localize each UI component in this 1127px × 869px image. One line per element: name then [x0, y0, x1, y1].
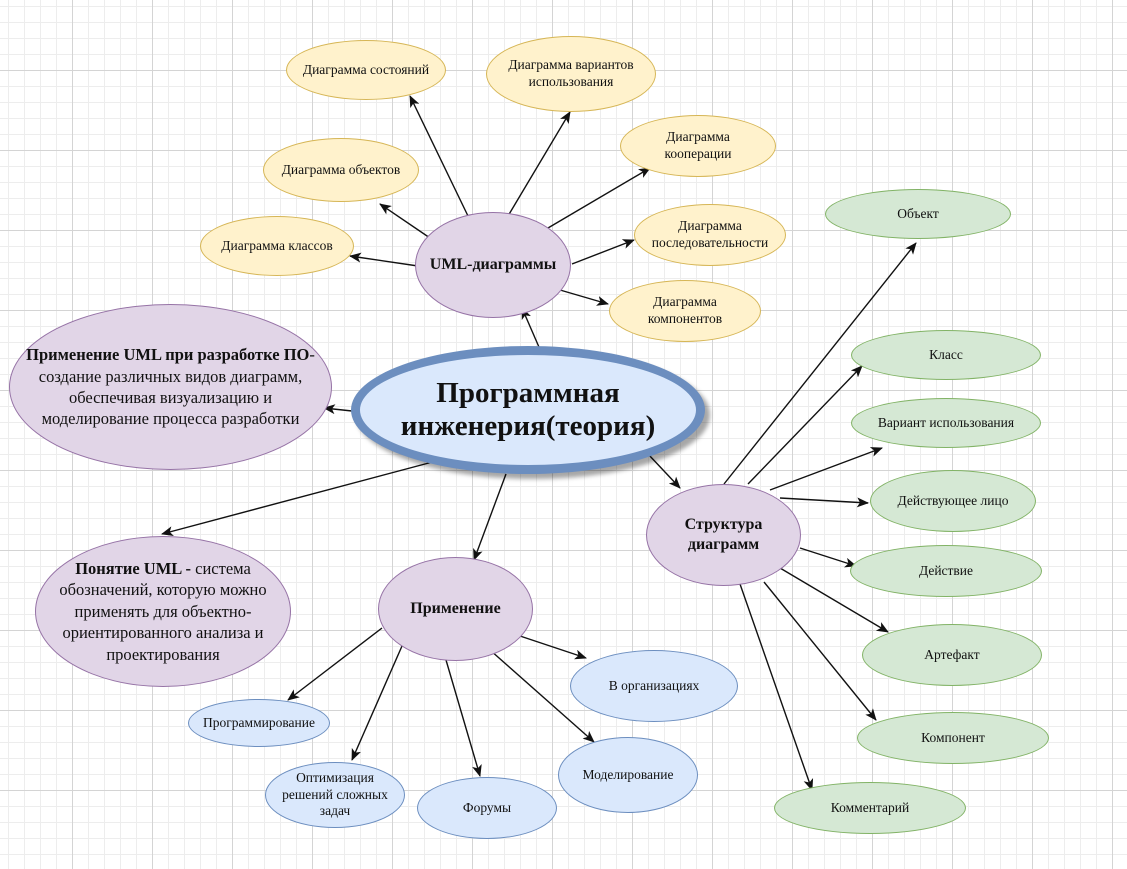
connector-arrow	[739, 583, 814, 791]
structure-item-label: Артефакт	[924, 646, 980, 662]
application-hub-label: Применение	[410, 600, 501, 617]
connector-arrow	[571, 239, 635, 265]
structure-item-artifact[interactable]: Артефакт	[862, 624, 1042, 686]
structure-item-actor[interactable]: Действующее лицо	[870, 470, 1036, 532]
application-item-label: Моделирование	[582, 766, 674, 782]
connector-arrow	[445, 659, 482, 777]
structure-item-label: Класс	[929, 346, 963, 362]
connector-arrow	[489, 649, 595, 743]
connector-arrow	[287, 627, 383, 701]
application-hub[interactable]: Применение	[378, 557, 533, 661]
connector-arrow	[351, 645, 403, 761]
structure-hub[interactable]: Структура диаграмм	[646, 484, 801, 586]
connector-arrow	[779, 567, 889, 633]
uml-concept-note[interactable]: Понятие UML - система обозначений, котор…	[35, 536, 291, 687]
connector-arrow	[799, 547, 857, 568]
uml-item-label: Диаграмма состояний	[302, 61, 430, 77]
uml-hub-label: UML-диаграммы	[429, 256, 557, 273]
connector-arrow	[769, 447, 883, 491]
uml-item-cooperation-diagram[interactable]: Диаграмма кооперации	[620, 115, 776, 177]
uml-application-text: Применение UML при разработке ПО- создан…	[26, 345, 315, 429]
structure-item-label: Комментарий	[830, 799, 910, 815]
structure-item-component[interactable]: Компонент	[857, 712, 1049, 764]
uml-item-label: Диаграмма компонентов	[647, 294, 723, 326]
uml-item-component-diagram[interactable]: Диаграмма компонентов	[609, 280, 761, 342]
uml-item-use-case-diagram[interactable]: Диаграмма вариантов использования	[486, 36, 656, 112]
structure-item-class[interactable]: Класс	[851, 330, 1041, 380]
connector-arrow	[723, 242, 917, 485]
center-title: Программная инженерия(теория)	[400, 376, 656, 442]
structure-item-label: Действующее лицо	[897, 492, 1009, 508]
uml-application-note[interactable]: Применение UML при разработке ПО- создан…	[9, 304, 332, 470]
structure-item-label: Объект	[897, 205, 939, 221]
uml-item-sequence-diagram[interactable]: Диаграмма последовательности	[634, 204, 786, 266]
connector-arrow	[379, 203, 431, 239]
uml-item-class-diagram[interactable]: Диаграмма классов	[200, 216, 354, 276]
structure-item-label: Действие	[918, 562, 974, 578]
connector-arrow	[747, 365, 863, 485]
application-item-label: В организациях	[608, 677, 700, 693]
structure-item-object[interactable]: Объект	[825, 189, 1011, 239]
uml-item-label: Диаграмма последовательности	[651, 218, 769, 250]
application-item-organizations[interactable]: В организациях	[570, 650, 738, 722]
center-node[interactable]: Программная инженерия(теория)	[351, 346, 705, 474]
connector-arrow	[779, 497, 869, 508]
uml-item-label: Диаграмма классов	[221, 237, 333, 253]
application-item-modeling[interactable]: Моделирование	[558, 737, 698, 813]
structure-hub-label: Структура диаграмм	[684, 516, 763, 553]
connector-arrow	[647, 453, 681, 489]
connector-arrow	[519, 635, 587, 660]
uml-concept-text: Понятие UML - система обозначений, котор…	[59, 558, 267, 664]
structure-item-label: Компонент	[921, 729, 985, 745]
application-item-label: Программирование	[203, 714, 315, 730]
structure-item-comment[interactable]: Комментарий	[774, 782, 966, 834]
application-item-label: Форумы	[462, 799, 512, 815]
uml-item-object-diagram[interactable]: Диаграмма объектов	[263, 138, 419, 202]
connector-arrow	[547, 167, 651, 229]
connector-arrow	[161, 459, 441, 537]
uml-item-state-diagram[interactable]: Диаграмма состояний	[286, 40, 446, 100]
connector-arrow	[763, 581, 877, 721]
application-item-programming[interactable]: Программирование	[188, 699, 330, 747]
uml-item-label: Диаграмма вариантов использования	[508, 57, 634, 89]
structure-item-label: Вариант использования	[877, 414, 1015, 430]
connector-arrow	[559, 289, 609, 306]
connector-arrow	[349, 252, 419, 267]
uml-item-label: Диаграмма кооперации	[664, 129, 732, 161]
application-item-forums[interactable]: Форумы	[417, 777, 557, 839]
connector-arrow	[473, 473, 507, 561]
uml-diagrams-hub[interactable]: UML-диаграммы	[415, 212, 571, 318]
uml-item-label: Диаграмма объектов	[281, 161, 401, 177]
application-item-label: Оптимизация решений сложных задач	[282, 769, 388, 819]
structure-item-use-case[interactable]: Вариант использования	[851, 398, 1041, 448]
connector-arrow	[409, 95, 469, 217]
connector-arrow	[507, 111, 571, 217]
structure-item-action[interactable]: Действие	[850, 545, 1042, 597]
application-item-optimization[interactable]: Оптимизация решений сложных задач	[265, 762, 405, 828]
